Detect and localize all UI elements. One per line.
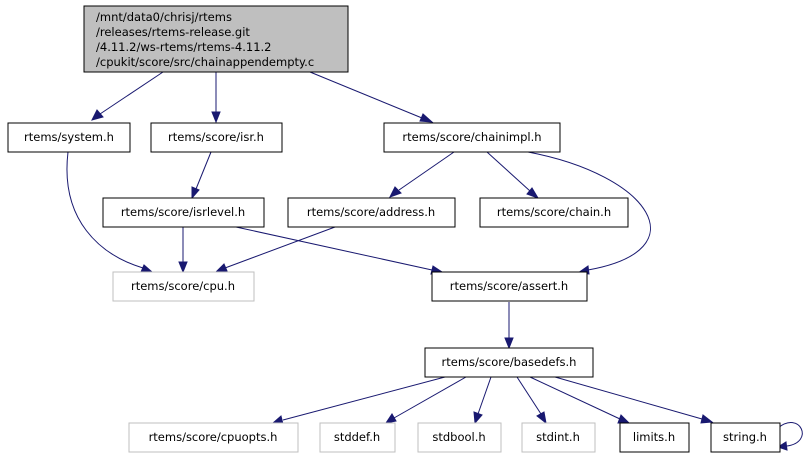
node-isrlevel-h[interactable]: rtems/score/isrlevel.h [102,197,265,228]
node-label: stddef.h [334,430,380,444]
node-label: rtems/score/cpuopts.h [149,430,278,444]
root-line-3: /4.11.2/ws-rtems/rtems-4.11.2 [96,40,272,54]
arrow-chainimpl-chain [526,187,540,199]
root-line-4: /cpukit/score/src/chainappendempty.c [96,55,314,69]
node-stddef-h[interactable]: stddef.h [319,422,396,453]
edge-string-self [777,422,803,447]
node-assert-h[interactable]: rtems/score/assert.h [431,271,588,302]
node-label: rtems/score/isrlevel.h [121,205,245,219]
edge-basedefs-stdint [516,376,542,415]
node-label: rtems/score/assert.h [450,279,568,293]
node-label: rtems/system.h [24,130,114,144]
arrow-root-system [91,109,104,121]
node-root-file[interactable]: /mnt/data0/chrisj/rtems /releases/rtems-… [83,5,349,73]
node-label: stdint.h [536,430,580,444]
node-cpu-h[interactable]: rtems/score/cpu.h [112,271,255,302]
arrow-basedefs-string [700,414,714,424]
arrow-chainimpl-address [388,186,402,198]
node-label: stdbool.h [432,430,485,444]
node-label: rtems/score/chain.h [497,205,611,219]
edge-isr-isrlevel [195,151,212,190]
node-string-h[interactable]: string.h [710,422,781,453]
edge-chainimpl-chain [486,151,531,192]
arrow-basedefs-stdbool [473,411,483,425]
arrow-address-cpu [214,263,228,273]
node-system-h[interactable]: rtems/system.h [7,122,131,153]
arrow-isr-isrlevel [191,186,200,200]
edge-address-cpu [224,226,336,269]
edge-chainimpl-address [398,151,455,191]
edge-basedefs-limits [529,376,621,420]
arrow-basedefs-stdint [536,411,547,425]
root-line-2: /releases/rtems-release.git [96,25,250,39]
arrow-assert-basedefs [504,337,514,350]
node-label: rtems/score/address.h [307,205,435,219]
edge-system-cpu [66,151,144,269]
arrow-root-chainimpl [419,113,434,123]
edge-root-system [99,71,164,115]
edge-chainimpl-assert [527,151,651,271]
arrow-basedefs-stddef [384,413,397,424]
arrow-basedefs-limits [617,414,631,424]
node-limits-h[interactable]: limits.h [619,422,690,453]
node-stdbool-h[interactable]: stdbool.h [417,422,502,453]
edge-basedefs-stdbool [477,376,492,415]
node-label: rtems/score/basedefs.h [442,355,577,369]
node-label: rtems/score/cpu.h [131,279,235,293]
node-cpuopts-h[interactable]: rtems/score/cpuopts.h [128,422,299,453]
root-line-1: /mnt/data0/chrisj/rtems [96,10,232,24]
node-label: rtems/score/isr.h [168,130,264,144]
node-label: rtems/score/chainimpl.h [402,130,541,144]
node-isr-h[interactable]: rtems/score/isr.h [150,122,283,153]
arrow-system-cpu [140,264,154,273]
arrow-root-isr [211,111,221,124]
edge-basedefs-cpuopts [282,376,446,421]
node-chain-h[interactable]: rtems/score/chain.h [479,197,629,228]
edge-isrlevel-assert [235,226,433,271]
node-basedefs-h[interactable]: rtems/score/basedefs.h [424,347,594,378]
node-label: limits.h [633,430,675,444]
node-stdint-h[interactable]: stdint.h [521,422,596,453]
arrow-string-self [776,441,788,451]
edges [66,71,803,451]
node-address-h[interactable]: rtems/score/address.h [287,197,456,228]
edge-basedefs-string [554,376,703,420]
arrow-isrlevel-cpu [178,261,188,274]
edge-root-chainimpl [309,71,423,119]
node-label: string.h [723,430,767,444]
edge-basedefs-stddef [393,376,467,419]
node-chainimpl-h[interactable]: rtems/score/chainimpl.h [383,122,561,153]
